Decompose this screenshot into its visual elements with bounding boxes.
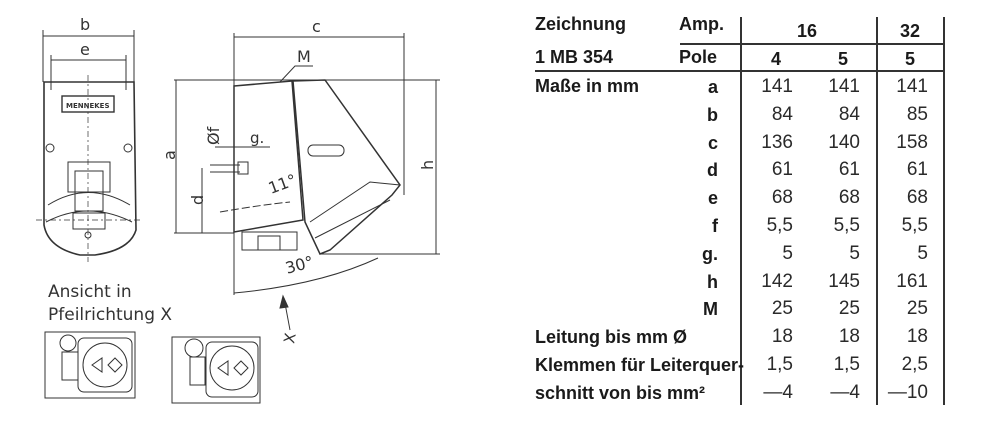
pole-32-5: 5 bbox=[905, 49, 916, 69]
dimension-key: e bbox=[707, 188, 718, 209]
table-cell: 161 bbox=[896, 270, 928, 292]
table-cell: 136 bbox=[761, 131, 793, 153]
table-cell: 5 bbox=[782, 242, 793, 264]
dim-label-d: d bbox=[188, 195, 207, 205]
table-cell: 25 bbox=[838, 298, 860, 320]
table-cell: 141 bbox=[761, 76, 793, 97]
table-cell: 141 bbox=[896, 76, 928, 97]
table-cell: 84 bbox=[838, 103, 860, 125]
dimension-key: g. bbox=[702, 243, 718, 264]
divider bbox=[740, 17, 742, 405]
dim-label-m: M bbox=[297, 47, 311, 66]
table-cell: —4 bbox=[830, 381, 860, 403]
table-cell: 142 bbox=[761, 270, 793, 292]
front-view: b e MENNEKES bbox=[36, 15, 140, 262]
dimension-key: h bbox=[707, 271, 718, 292]
header-model: 1 MB 354 bbox=[535, 47, 614, 67]
socket-view-4pole bbox=[44, 331, 136, 399]
dimension-key: a bbox=[707, 77, 718, 97]
amp-32: 32 bbox=[900, 21, 921, 41]
table-cell: 61 bbox=[906, 159, 928, 181]
dim-label-g: g. bbox=[250, 129, 264, 147]
table-cell: 5,5 bbox=[833, 215, 860, 236]
table-cell: 25 bbox=[906, 298, 928, 320]
table-cell: 84 bbox=[771, 103, 793, 125]
view-caption-line2: Pfeilrichtung X bbox=[48, 305, 172, 325]
dim-label-e: e bbox=[80, 40, 90, 59]
table-cell: 158 bbox=[896, 131, 928, 153]
dimension-key: c bbox=[707, 132, 718, 153]
table-cell: —10 bbox=[887, 381, 928, 403]
table-cell: 141 bbox=[828, 76, 860, 97]
table-cell: 25 bbox=[771, 298, 793, 320]
row-label: Leitung bis mm Ø bbox=[535, 327, 688, 348]
view-arrow-label: X bbox=[280, 332, 300, 345]
row-label: schnitt von bis mm² bbox=[535, 382, 706, 403]
header-amp: Amp. bbox=[679, 14, 724, 34]
view-caption-line1: Ansicht in bbox=[48, 282, 132, 302]
section-label: Maße in mm bbox=[535, 76, 640, 96]
table-cell: 145 bbox=[828, 270, 860, 292]
dimension-key: M bbox=[703, 299, 718, 320]
table-cell: 68 bbox=[838, 187, 860, 209]
header-zeichnung: Zeichnung bbox=[535, 14, 626, 34]
amp-16: 16 bbox=[797, 21, 818, 41]
table-cell: 2,5 bbox=[901, 354, 928, 375]
table-cell: 18 bbox=[771, 326, 793, 348]
divider bbox=[680, 43, 945, 45]
table-cell: 140 bbox=[828, 131, 860, 153]
table-cell: 5 bbox=[849, 242, 860, 264]
table-cell: 18 bbox=[838, 326, 860, 348]
dimension-key: b bbox=[707, 104, 718, 125]
dim-label-h: h bbox=[418, 160, 437, 170]
technical-drawing: b e MENNEKES c M a h d Øf g. 11° bbox=[36, 15, 440, 404]
header-pole: Pole bbox=[679, 47, 718, 67]
dimension-key: f bbox=[712, 216, 718, 236]
table-cell: 5,5 bbox=[901, 215, 928, 236]
dim-label-c: c bbox=[312, 17, 321, 36]
table-cell: 61 bbox=[838, 159, 860, 181]
row-label: Klemmen für Leiterquer- bbox=[535, 355, 745, 375]
side-view: c M a h d Øf g. 11° 30° X bbox=[160, 17, 440, 345]
table-cell: —4 bbox=[763, 381, 793, 403]
dim-label-f: Øf bbox=[204, 126, 223, 145]
table-cell: 5 bbox=[917, 242, 928, 264]
pole-16-4: 4 bbox=[771, 49, 782, 69]
table-cell: 1,5 bbox=[766, 354, 793, 375]
table-cell: 5,5 bbox=[766, 215, 793, 236]
table-cell: 1,5 bbox=[833, 354, 860, 375]
dim-label-b: b bbox=[80, 15, 90, 34]
table-cell: 68 bbox=[771, 187, 793, 209]
dimension-key: d bbox=[707, 160, 718, 181]
table-cell: 85 bbox=[906, 103, 928, 125]
divider bbox=[876, 17, 878, 405]
table-cell: 61 bbox=[771, 159, 793, 181]
divider bbox=[943, 17, 945, 405]
pole-16-5: 5 bbox=[838, 49, 849, 69]
table-cell: 18 bbox=[906, 326, 928, 348]
socket-view-5pole bbox=[171, 336, 261, 404]
dim-label-a: a bbox=[160, 150, 179, 160]
table-cell: 68 bbox=[906, 187, 928, 209]
